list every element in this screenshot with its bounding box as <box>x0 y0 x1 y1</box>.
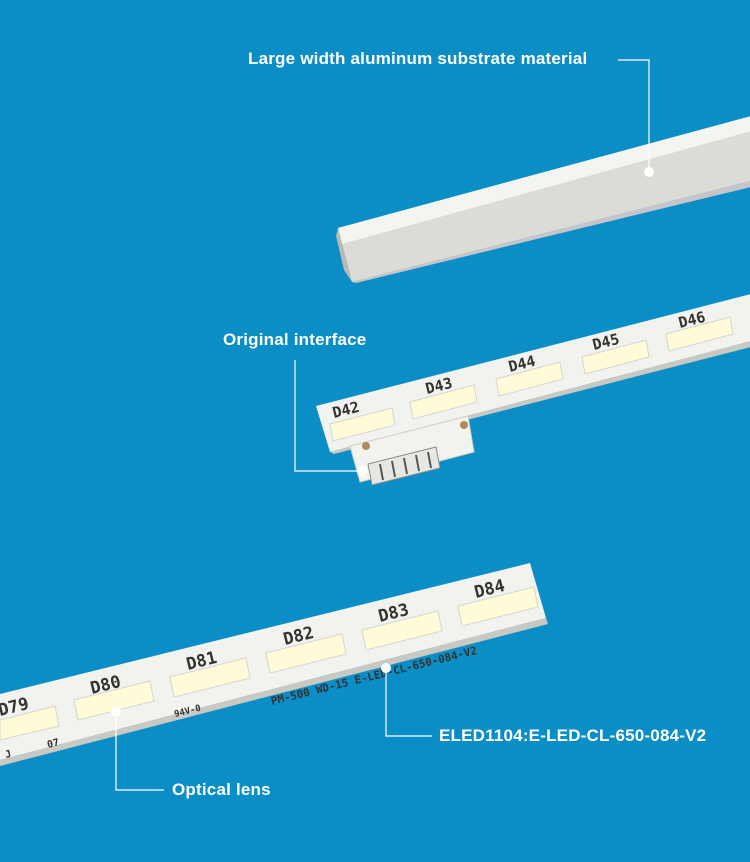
pcb-mark-code: 07 <box>46 737 60 751</box>
led-array-bottom <box>0 586 539 741</box>
callout-dot-lens <box>111 707 121 717</box>
led-d83 <box>361 610 443 651</box>
callout-dot-interface <box>357 466 367 476</box>
callout-line-model <box>385 668 432 737</box>
pcb-mark-j: J <box>4 749 13 761</box>
led-d42 <box>329 407 396 442</box>
callout-line-substrate <box>618 59 650 172</box>
aluminum-substrate <box>336 116 750 283</box>
led-d44 <box>495 361 564 397</box>
led-strip-top: D42 D43 D44 D45 D46 <box>316 294 750 486</box>
callout-label-interface: Original interface <box>223 330 367 349</box>
callout-lines <box>115 59 650 791</box>
callout-label-model: ELED1104:E-LED-CL-650-084-V2 <box>439 726 707 745</box>
led-d81 <box>169 657 251 698</box>
callout-label-substrate: Large width aluminum substrate material <box>248 49 588 68</box>
callout-dots <box>111 167 654 717</box>
callout-dot-substrate <box>644 167 654 177</box>
callout-line-interface <box>294 360 362 472</box>
led-d46 <box>665 316 734 352</box>
led-d43 <box>409 384 478 420</box>
callout-dot-model <box>381 663 391 673</box>
led-d45 <box>581 339 650 375</box>
connector <box>349 415 475 486</box>
led-d82 <box>265 633 347 674</box>
callout-line-lens <box>115 712 164 791</box>
led-d80 <box>73 680 155 721</box>
led-array-top <box>329 316 734 442</box>
callout-label-lens: Optical lens <box>172 780 271 799</box>
led-d84 <box>457 586 539 627</box>
led-d79 <box>0 705 60 741</box>
